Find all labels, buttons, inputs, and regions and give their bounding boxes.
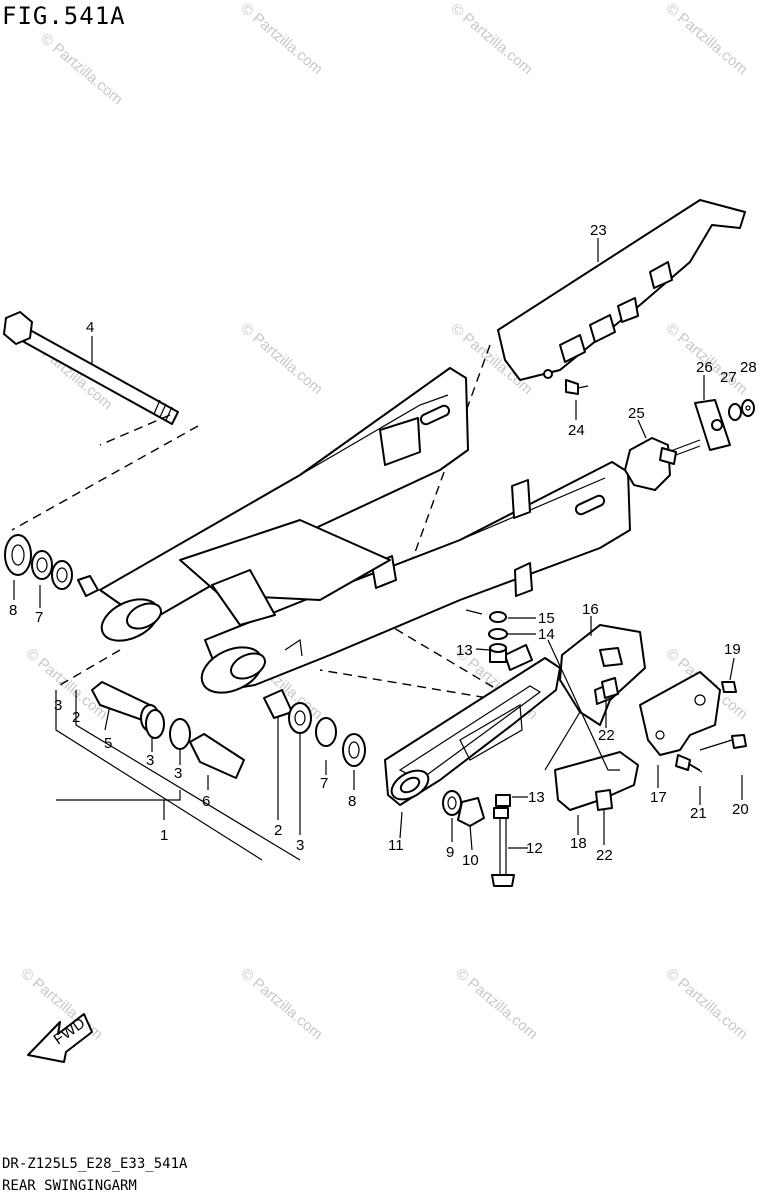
watermark: © Partzilla.com xyxy=(447,0,535,78)
pivot-axle xyxy=(3,311,179,425)
callout-25: 25 xyxy=(628,405,645,422)
callout-22: 22 xyxy=(598,727,615,744)
watermark: © Partzilla.com xyxy=(37,30,125,108)
spacer-stack xyxy=(465,609,508,663)
callout-2: 2 xyxy=(72,709,80,726)
callout-9: 9 xyxy=(446,844,454,861)
adjuster-plate xyxy=(624,437,701,491)
adjuster-block xyxy=(694,399,755,451)
watermark: © Partzilla.com xyxy=(22,645,110,723)
bracket-16 xyxy=(559,624,646,726)
watermark: © Partzilla.com xyxy=(662,965,750,1043)
watermark: © Partzilla.com xyxy=(237,0,325,78)
callout-23: 23 xyxy=(590,222,607,239)
callout-3: 3 xyxy=(296,837,304,854)
callout-19: 19 xyxy=(724,641,741,658)
callout-28: 28 xyxy=(740,359,757,376)
callout-14: 14 xyxy=(538,626,555,643)
callout-22: 22 xyxy=(596,847,613,864)
callout-2: 2 xyxy=(274,822,282,839)
callout-15: 15 xyxy=(538,610,555,627)
figure-name: REAR SWINGINGARM xyxy=(2,1178,137,1194)
watermarks: © Partzilla.com © Partzilla.com © Partzi… xyxy=(17,0,750,1043)
bolt-24 xyxy=(565,379,589,395)
figure-code: DR-Z125L5_E28_E33_541A xyxy=(2,1156,188,1172)
bolts-19-20-21 xyxy=(675,681,747,773)
callouts: 1 2 2 3 3 3 3 4 5 6 7 7 8 8 9 10 11 12 1… xyxy=(9,222,757,869)
figure-title: FIG.541A xyxy=(2,2,126,30)
fwd-arrow: FWD xyxy=(27,1013,93,1063)
callout-21: 21 xyxy=(690,805,707,822)
callout-4: 4 xyxy=(86,319,94,336)
watermark: © Partzilla.com xyxy=(452,965,540,1043)
watermark: © Partzilla.com xyxy=(662,0,750,78)
callout-20: 20 xyxy=(732,801,749,818)
chain-slider xyxy=(384,644,561,806)
slider-18 xyxy=(554,751,639,811)
pivot-bushings xyxy=(4,534,366,779)
callout-18: 18 xyxy=(570,835,587,852)
swingarm xyxy=(99,367,631,694)
callout-3: 3 xyxy=(174,765,182,782)
watermark: © Partzilla.com xyxy=(237,965,325,1043)
callout-27: 27 xyxy=(720,369,737,386)
callout-17: 17 xyxy=(650,789,667,806)
callout-1: 1 xyxy=(160,827,168,844)
guide-17 xyxy=(639,671,721,756)
callout-7: 7 xyxy=(320,775,328,792)
callout-10: 10 xyxy=(462,852,479,869)
watermark: © Partzilla.com xyxy=(237,320,325,398)
callout-13: 13 xyxy=(528,789,545,806)
callout-3: 3 xyxy=(54,697,62,714)
callout-11: 11 xyxy=(388,837,404,854)
callout-5: 5 xyxy=(104,735,112,752)
callout-3: 3 xyxy=(146,752,154,769)
callout-7: 7 xyxy=(35,609,43,626)
callout-12: 12 xyxy=(526,840,543,857)
chain-guard xyxy=(497,199,746,381)
callout-16: 16 xyxy=(582,601,599,618)
callout-6: 6 xyxy=(202,793,210,810)
callout-24: 24 xyxy=(568,422,585,439)
callout-8: 8 xyxy=(9,602,17,619)
lower-fasteners xyxy=(442,790,515,887)
callout-8: 8 xyxy=(348,793,356,810)
callout-13: 13 xyxy=(456,642,473,659)
callout-26: 26 xyxy=(696,359,713,376)
